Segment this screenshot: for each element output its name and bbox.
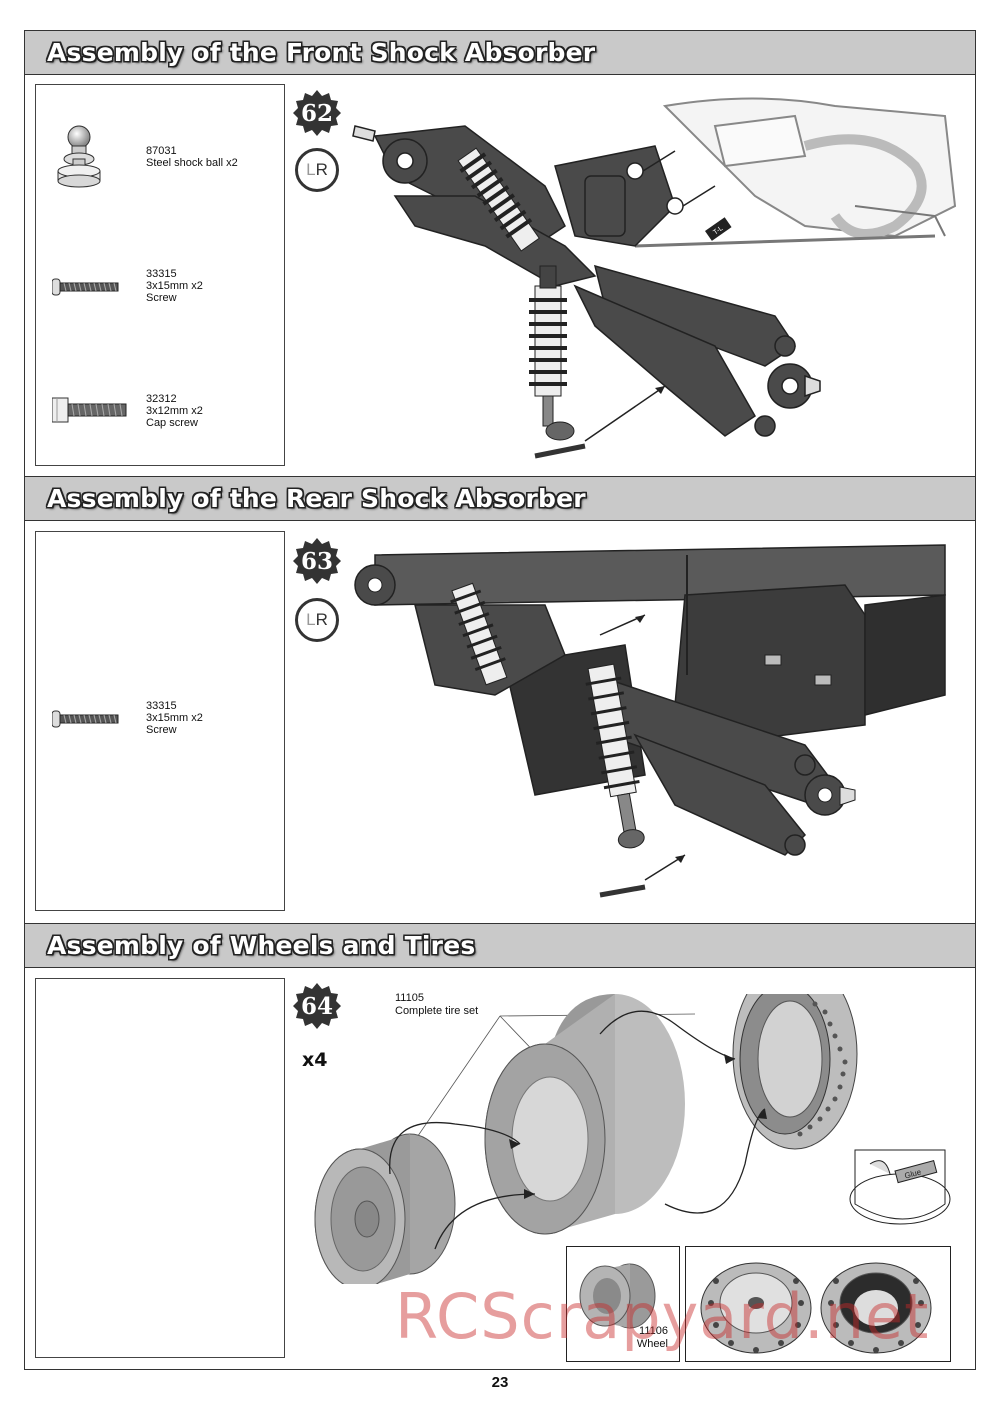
section-header: Assembly of Wheels and Tires [25, 924, 975, 968]
tire-set-callout: 11105 Complete tire set [395, 992, 479, 1017]
finished-tire-inset-box [685, 1246, 951, 1362]
section-header: Assembly of the Rear Shock Absorber [25, 477, 975, 521]
glue-label: Glue [904, 1167, 923, 1180]
screw-icon [52, 710, 119, 728]
watermark: RCScrapyard.net [395, 1280, 930, 1353]
cap-screw-icon [52, 397, 127, 423]
parts-list [35, 978, 285, 1358]
step-badge-icon [293, 538, 341, 584]
front-shock-section: Assembly of the Front Shock Absorber 870… [24, 30, 976, 477]
wheel-tire-illustration: Glue [314, 994, 951, 1284]
step-number: 64 [300, 992, 333, 1020]
wheels-tires-section: Assembly of Wheels and Tires 64 x4 11105… [24, 923, 976, 1370]
section-title: Assembly of Wheels and Tires [47, 931, 476, 960]
wheel-inset-box: 11106 Wheel [566, 1246, 680, 1362]
shock-ball-icon [57, 125, 101, 188]
front-suspension-illustration: T-L [352, 97, 957, 459]
page-number: 23 [491, 1374, 509, 1391]
section-title: Assembly of the Rear Shock Absorber [47, 484, 586, 513]
step-number: 63 [300, 547, 333, 575]
quantity-label: x4 [302, 1049, 328, 1071]
step-badge-icon [293, 90, 341, 136]
rear-shock-section: Assembly of the Rear Shock Absorber 3331… [24, 476, 976, 924]
rear-suspension-illustration [354, 544, 946, 898]
svg-text:T-L: T-L [712, 225, 724, 237]
step-badge-icon [293, 983, 341, 1029]
finished-tire-icon [700, 1262, 932, 1354]
wheel-icon [579, 1263, 656, 1329]
section-header: Assembly of the Front Shock Absorber [25, 31, 975, 75]
wheel-callout: 11106 Wheel [636, 1325, 668, 1350]
step-number: 62 [300, 99, 333, 127]
screw-icon [52, 278, 119, 296]
section-title: Assembly of the Front Shock Absorber [47, 38, 596, 67]
